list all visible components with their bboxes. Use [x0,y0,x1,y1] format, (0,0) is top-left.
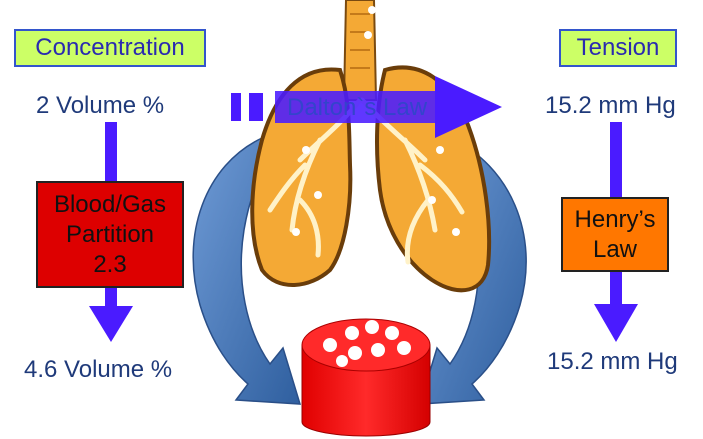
lungs-icon [250,0,492,293]
partition-box-line3: 2.3 [93,250,127,278]
left-curved-arrow-icon [192,137,302,405]
blood-cylinder-icon [301,318,431,437]
henry-box-line1: Henry’s [574,205,656,233]
blood-gas-partition-box: Blood/Gas Partition 2.3 [36,181,184,288]
henry-box-line2: Law [592,235,638,263]
concentration-header: Concentration [14,29,206,67]
left-top-value: 2 Volume % [36,92,165,119]
left-bottom-value: 4.6 Volume % [24,356,173,383]
tension-header: Tension [559,29,677,67]
left-bottom-arrow-icon [89,288,133,342]
left-top-arrow-icon [105,122,117,182]
right-top-value: 15.2 mm Hg [545,92,676,119]
right-bottom-arrow-icon [594,272,638,342]
henrys-law-box: Henry’s Law [561,197,669,272]
partition-box-line1: Blood/Gas [53,190,167,218]
partition-box-line2: Partition [65,220,155,248]
daltons-law-label: Dalton`s Law [287,94,428,121]
right-top-arrow-icon [610,122,622,197]
right-bottom-value: 15.2 mm Hg [547,348,678,375]
daltons-law-arrow-icon [231,76,502,138]
